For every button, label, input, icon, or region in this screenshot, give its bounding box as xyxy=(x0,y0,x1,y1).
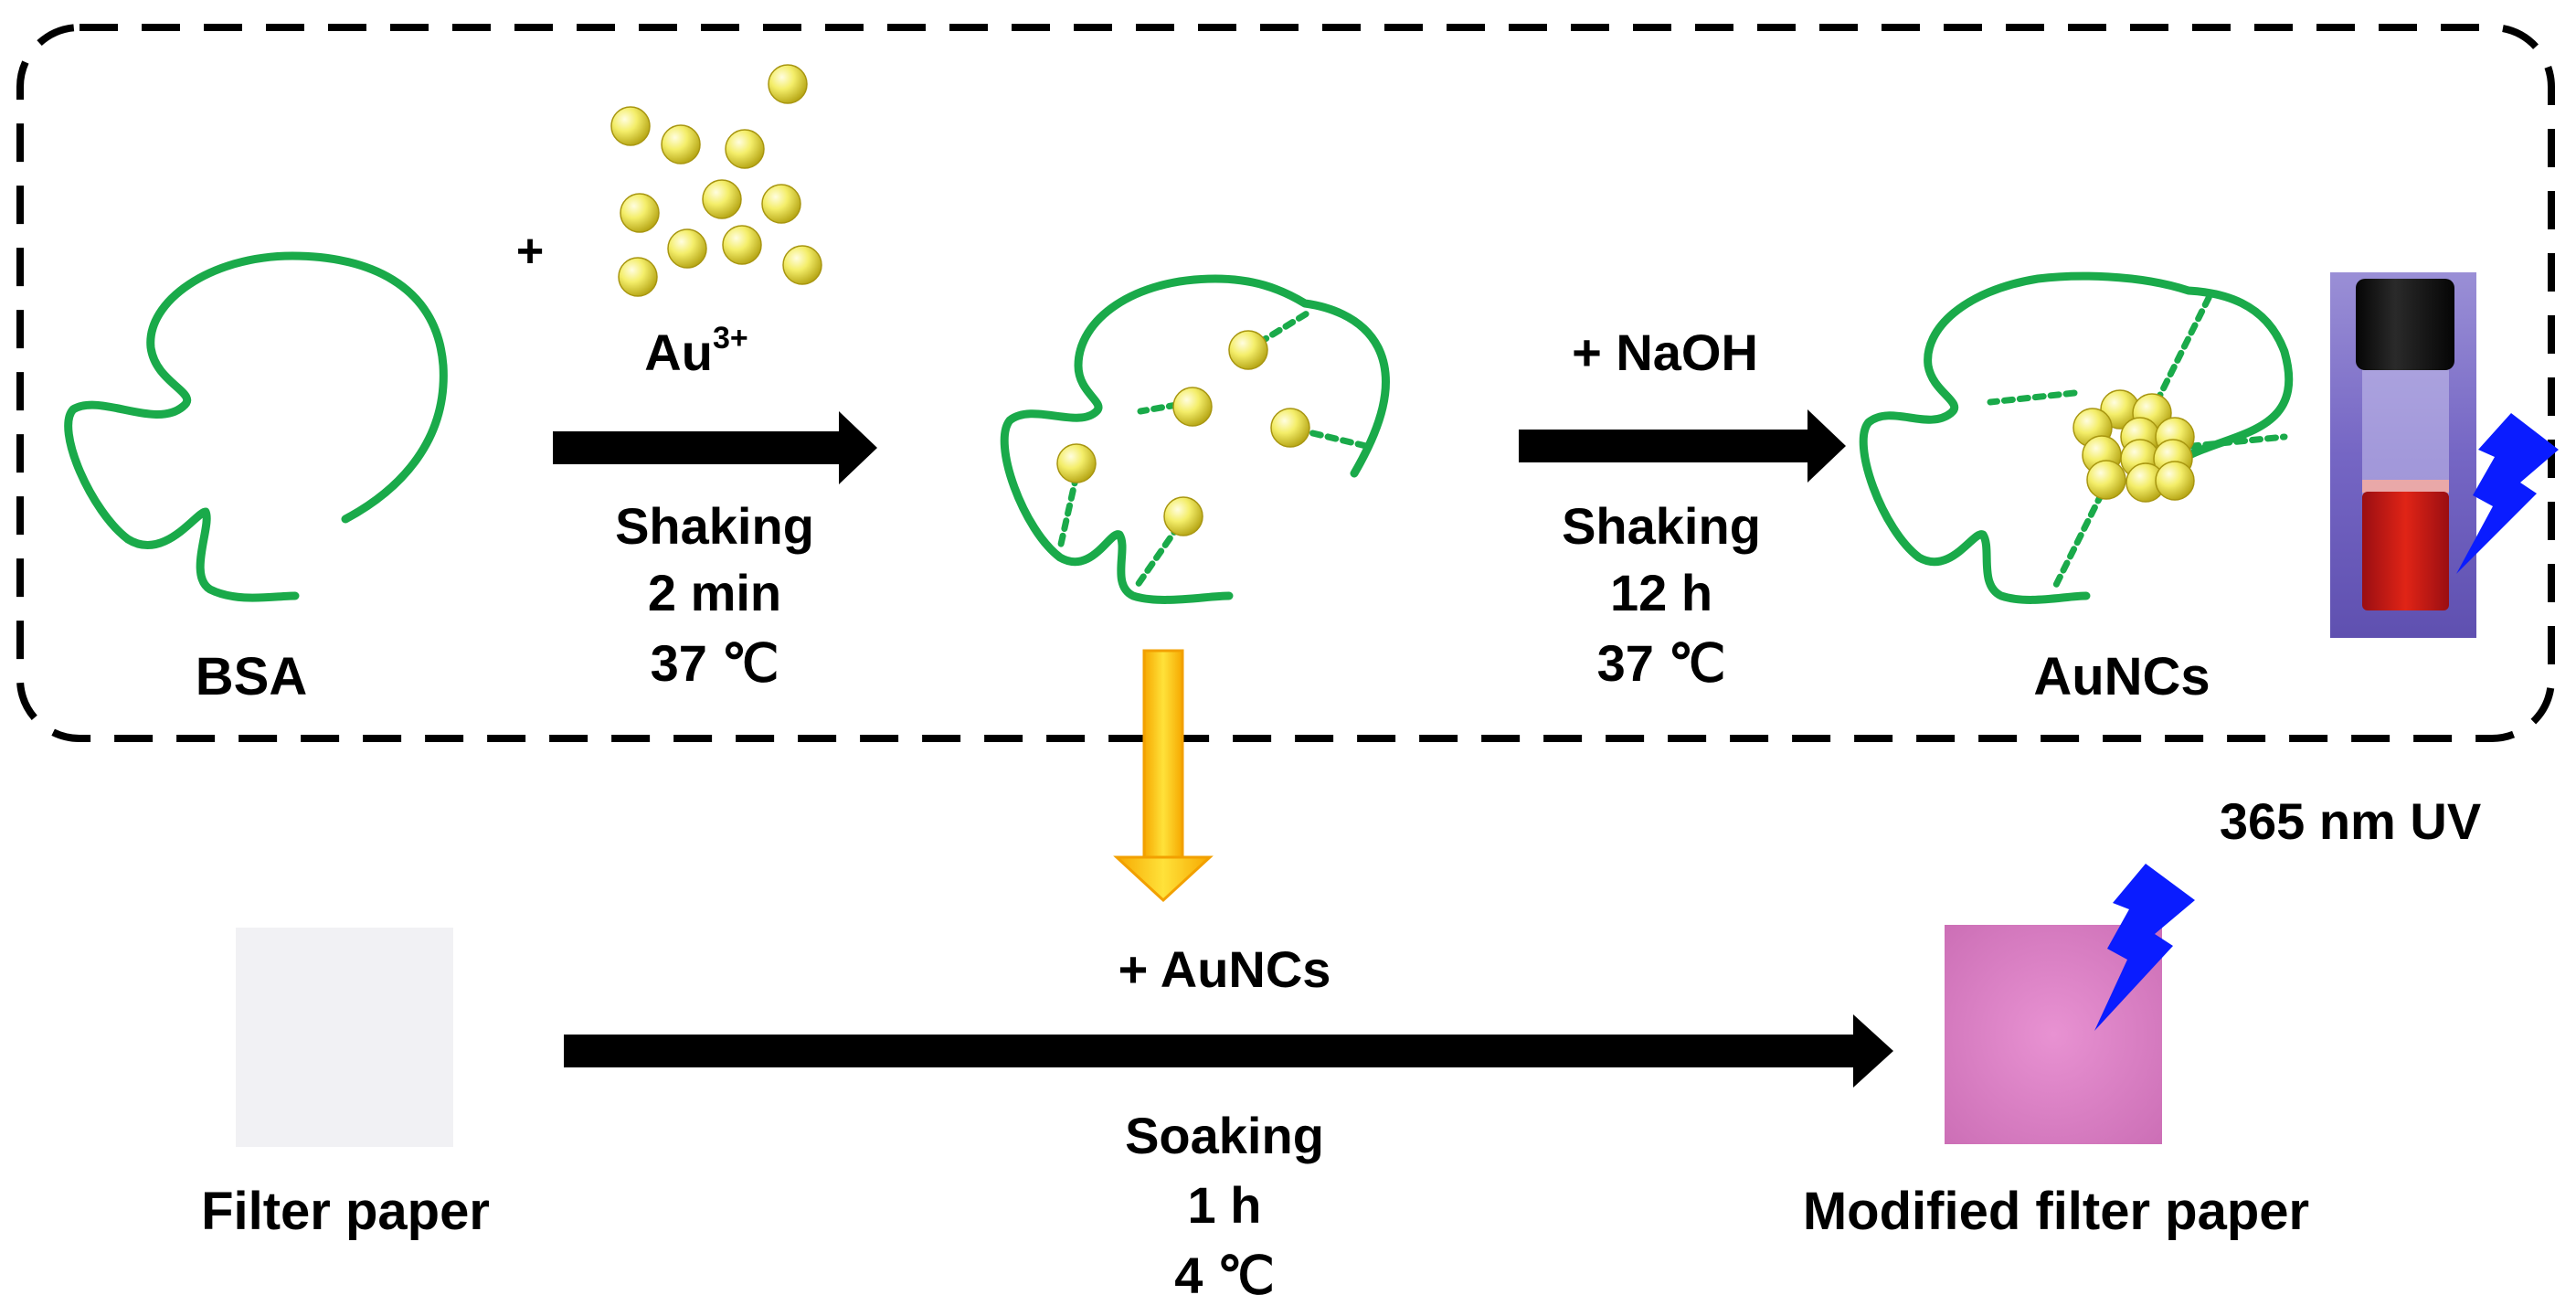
gold-atom-icon xyxy=(1056,443,1097,483)
gold-atom-icon xyxy=(725,129,765,169)
gold-atom-icon xyxy=(1270,408,1310,448)
transfer-arrow xyxy=(1113,649,1214,903)
au-symbol: Au xyxy=(644,324,713,381)
soaking-arrow xyxy=(564,1014,1893,1088)
bsa-gold-complex xyxy=(1000,274,1390,604)
soaking-temp-label: 4 ℃ xyxy=(1174,1247,1275,1304)
gold-atom-icon xyxy=(702,179,742,219)
step2-shaking-label: Shaking xyxy=(1562,497,1761,555)
gold-atom-icon xyxy=(722,225,762,265)
gold-atom-icon xyxy=(1228,330,1268,370)
gold-nanocluster xyxy=(2072,389,2195,503)
step1-temp-label: 37 ℃ xyxy=(651,634,779,692)
soaking-time-label: 1 h xyxy=(1188,1176,1262,1234)
vial-icon xyxy=(2330,272,2476,638)
step2-temp-label: 37 ℃ xyxy=(1597,634,1726,692)
modified-filter-paper-label: Modified filter paper xyxy=(1803,1182,2309,1241)
gold-atom-icon xyxy=(661,124,701,164)
gold-atom-icon xyxy=(782,245,822,285)
filter-paper-square xyxy=(236,928,453,1147)
gold-atom-icon xyxy=(761,184,801,224)
gold-atom-icon xyxy=(2086,460,2126,500)
uv-label: 365 nm UV xyxy=(2220,792,2481,850)
step1-shaking-label: Shaking xyxy=(615,497,814,555)
lightning-icon xyxy=(2456,413,2559,574)
step2-arrow xyxy=(1519,409,1846,483)
step1-time-label: 2 min xyxy=(648,564,781,621)
gold-atom-icon xyxy=(610,106,651,146)
gold-atom-icon xyxy=(768,64,808,104)
synthesis-region-border xyxy=(16,24,2555,742)
plus-sign: + xyxy=(516,225,544,278)
bsa-protein-chain xyxy=(64,251,448,602)
aunc-complex xyxy=(1859,271,2294,604)
au-charge: 3+ xyxy=(713,321,748,356)
bottom-reagent-label: + AuNCs xyxy=(1118,940,1331,998)
step1-arrow xyxy=(553,411,877,484)
gold-atom-icon xyxy=(618,257,658,297)
filter-paper-label: Filter paper xyxy=(201,1182,490,1241)
aunc-label: AuNCs xyxy=(2033,647,2210,706)
bsa-label: BSA xyxy=(196,647,307,706)
step2-reagent-label: + NaOH xyxy=(1572,324,1758,381)
gold-ion-cluster xyxy=(610,64,822,297)
modified-filter-paper-square xyxy=(1945,925,2162,1144)
soaking-label: Soaking xyxy=(1125,1107,1324,1164)
lightning-icon xyxy=(2094,864,2195,1031)
step2-time-label: 12 h xyxy=(1610,564,1712,621)
gold-atom-icon xyxy=(1163,496,1203,536)
gold-atom-icon xyxy=(2155,461,2195,501)
gold-atom-icon xyxy=(620,193,660,233)
au-ion-label: Au3+ xyxy=(644,321,747,381)
gold-atom-icon xyxy=(667,228,707,269)
gold-atom-icon xyxy=(1172,387,1213,427)
